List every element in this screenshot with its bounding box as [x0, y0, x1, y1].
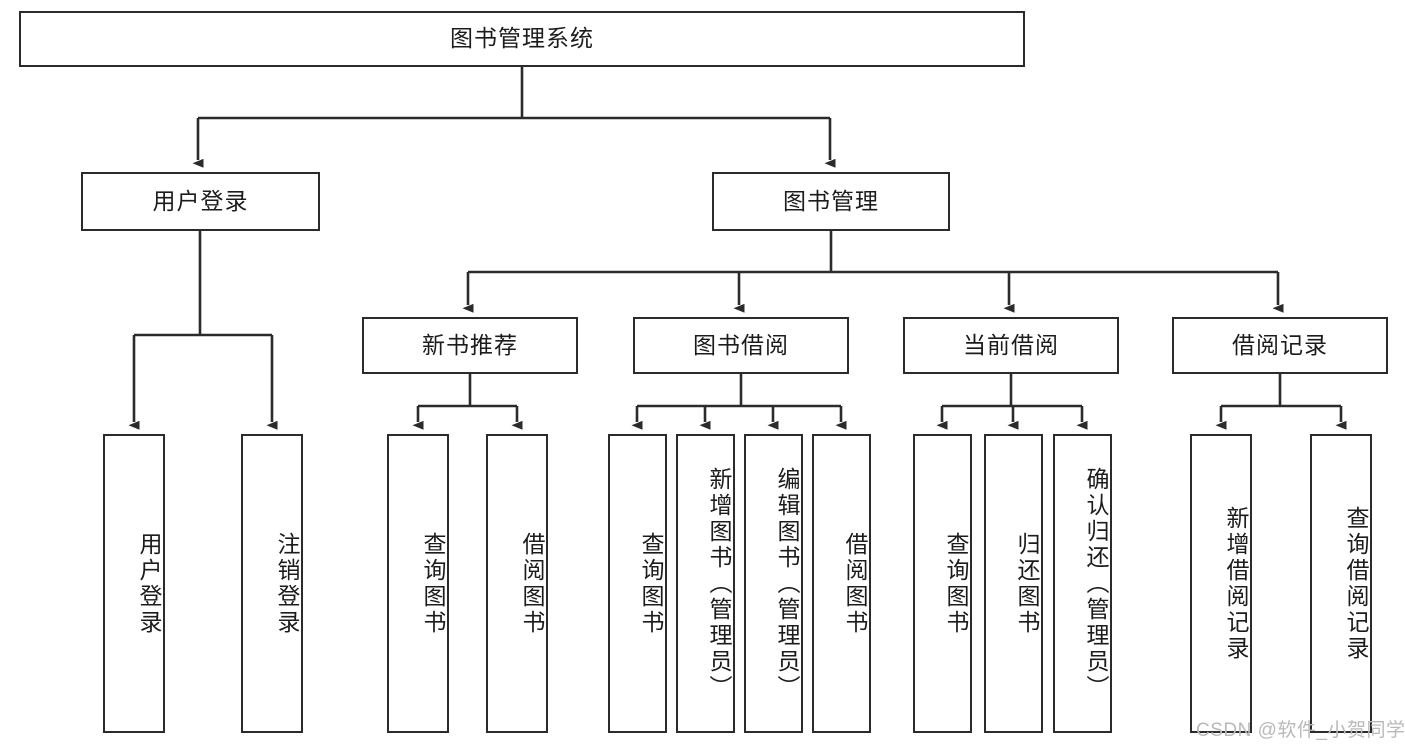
node-root[interactable]: 图书管理系统 [19, 11, 1025, 67]
leaf-logout-login[interactable]: 注销登录 [241, 434, 303, 733]
leaf-user-login[interactable]: 用户登录 [103, 434, 165, 733]
node-user-login[interactable]: 用户登录 [81, 172, 320, 231]
node-new-book-recommend[interactable]: 新书推荐 [362, 317, 578, 374]
leaf-return-book[interactable]: 归还图书 [984, 434, 1043, 733]
leaf-query-book-under-recommend[interactable]: 查询图书 [387, 434, 449, 733]
node-book-manage[interactable]: 图书管理 [712, 172, 950, 231]
leaf-borrow-book-under-recommend[interactable]: 借阅图书 [486, 434, 548, 733]
leaf-query-book-under-current[interactable]: 查询图书 [913, 434, 972, 733]
leaf-add-borrow-record[interactable]: 新增借阅记录 [1190, 434, 1252, 733]
leaf-query-book-under-borrow[interactable]: 查询图书 [608, 434, 667, 733]
node-current-borrow[interactable]: 当前借阅 [903, 317, 1119, 374]
node-book-borrow[interactable]: 图书借阅 [633, 317, 849, 374]
leaf-confirm-return-admin[interactable]: 确认归还（管理员） [1053, 434, 1112, 733]
leaf-edit-book-admin[interactable]: 编辑图书（管理员） [744, 434, 803, 733]
csdn-watermark: CSDN @软件_小贺同学 [1196, 720, 1405, 741]
leaf-borrow-book-under-borrow[interactable]: 借阅图书 [812, 434, 871, 733]
leaf-add-book-admin[interactable]: 新增图书（管理员） [676, 434, 735, 733]
node-borrow-record[interactable]: 借阅记录 [1172, 317, 1388, 374]
leaf-query-borrow-record[interactable]: 查询借阅记录 [1310, 434, 1372, 733]
